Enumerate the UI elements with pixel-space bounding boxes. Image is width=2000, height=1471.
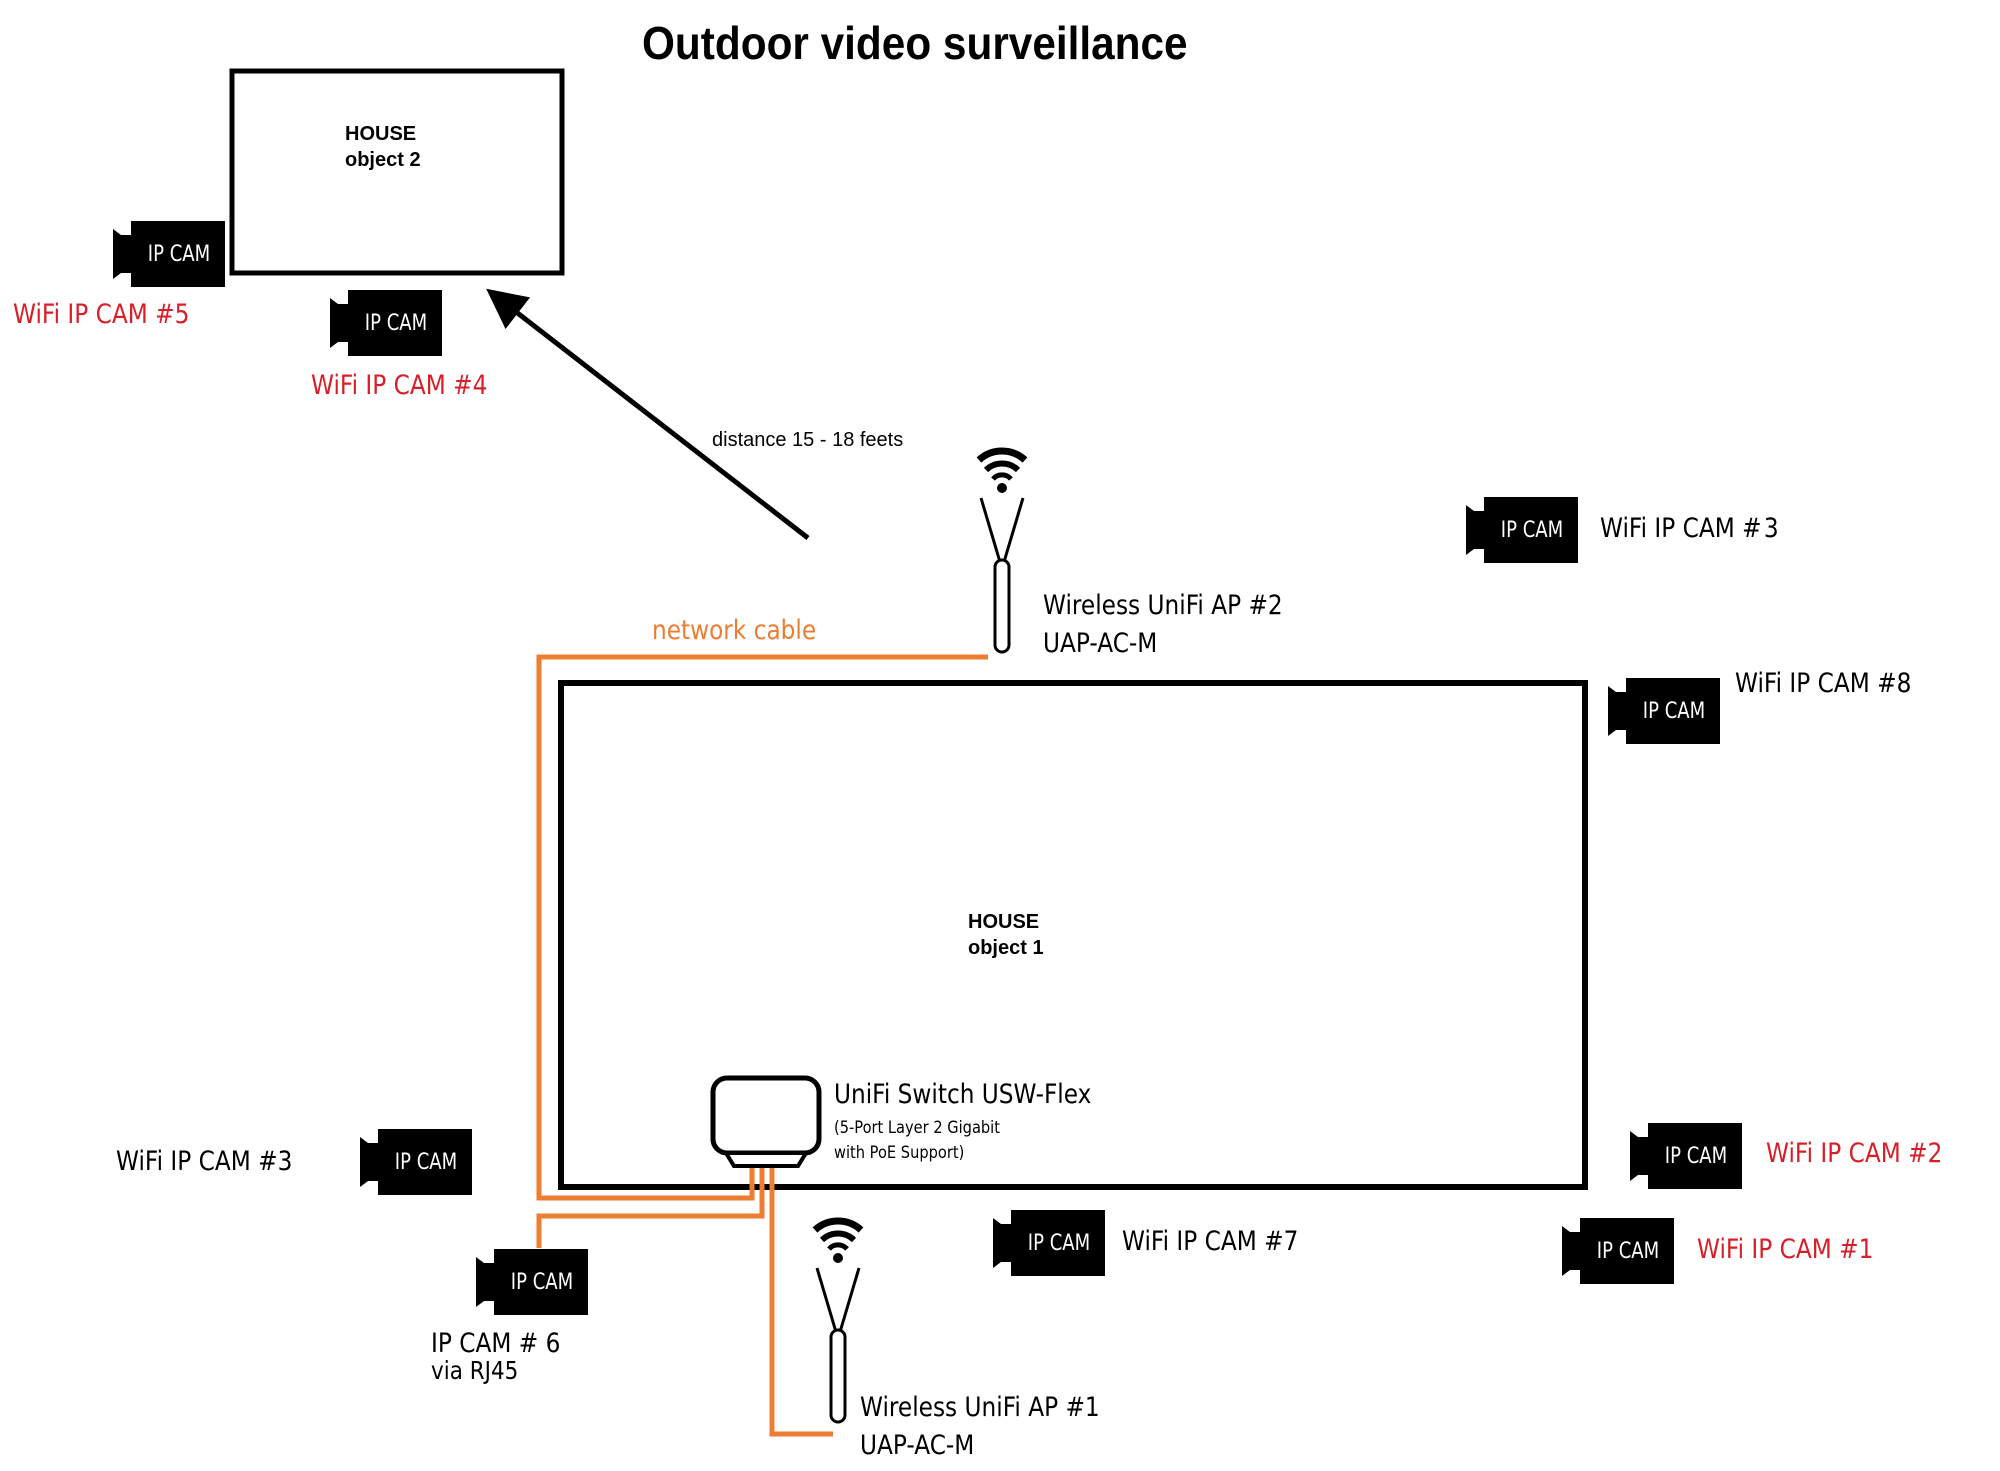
house-object-2-line2: object 2 — [345, 149, 421, 171]
switch-description: (5-Port Layer 2 Gigabit with PoE Support… — [834, 1116, 1000, 1166]
switch-description-line2: with PoE Support) — [834, 1143, 965, 1163]
distance-arrow — [486, 288, 810, 540]
house-object-1-outline — [558, 680, 1588, 1190]
camera-icon: IP CAM — [476, 1249, 588, 1315]
camera-icon: IP CAM — [1466, 497, 1578, 563]
ap2-model: UAP-AC-M — [1043, 628, 1158, 659]
cable-to-ap2 — [536, 654, 988, 1201]
house-object-1-label: HOUSE object 1 — [968, 909, 1044, 961]
camera-icon: IP CAM — [1562, 1218, 1674, 1284]
camera-icon-text: IP CAM — [1596, 1238, 1660, 1264]
camera-icon: IP CAM — [330, 290, 442, 356]
camera-icon-text: IP CAM — [1027, 1230, 1091, 1256]
camera-label-cam5: WiFi IP CAM #5 — [13, 299, 190, 330]
camera-icon-text: IP CAM — [394, 1149, 458, 1175]
camera-icon-text: IP CAM — [510, 1269, 574, 1295]
distance-label: distance 15 - 18 feets — [712, 429, 904, 451]
page-title: Outdoor video surveillance — [642, 17, 1188, 69]
camera-icon-text: IP CAM — [1664, 1143, 1728, 1169]
house-object-1-line2: object 1 — [968, 937, 1044, 959]
ap2-label: Wireless UniFi AP #2 — [1043, 590, 1283, 621]
ap2-antenna-icon — [976, 447, 1028, 654]
house-object-2-line1: HOUSE — [345, 123, 417, 145]
camera-icon: IP CAM — [360, 1129, 472, 1195]
house-object-2-outline — [229, 68, 565, 276]
ap1-model: UAP-AC-M — [860, 1430, 975, 1461]
network-cable-label: network cable — [652, 615, 817, 646]
camera-icon-text: IP CAM — [147, 241, 211, 267]
camera-icon-text: IP CAM — [1500, 517, 1564, 543]
network-cables — [536, 654, 988, 1437]
ap1-label: Wireless UniFi AP #1 — [860, 1392, 1100, 1423]
camera-label-cam3-top: WiFi IP CAM # 3 — [1600, 513, 1779, 544]
camera-icon: IP CAM — [1608, 678, 1720, 744]
cable-to-ap1 — [769, 1165, 833, 1437]
camera-icon-text: IP CAM — [1642, 698, 1706, 724]
camera-label-cam7: WiFi IP CAM #7 — [1122, 1226, 1299, 1257]
switch-name-label: UniFi Switch USW-Flex — [834, 1079, 1092, 1110]
camera-label-cam6: IP CAM # 6 — [431, 1328, 561, 1359]
camera-icon: IP CAM — [1630, 1123, 1742, 1189]
camera-label-cam1: WiFi IP CAM #1 — [1697, 1234, 1874, 1265]
camera-label-cam2: WiFi IP CAM #2 — [1766, 1138, 1943, 1169]
house-object-1-line1: HOUSE — [968, 911, 1040, 933]
camera-icon-text: IP CAM — [364, 310, 428, 336]
cable-to-cam6 — [536, 1165, 765, 1248]
switch-description-line1: (5-Port Layer 2 Gigabit — [834, 1118, 1000, 1138]
camera-sublabel-cam6: via RJ45 — [431, 1356, 519, 1385]
house-object-2-label: HOUSE object 2 — [345, 121, 421, 173]
switch-device-icon — [710, 1075, 822, 1168]
ap1-antenna-icon — [812, 1217, 864, 1424]
camera-label-cam4: WiFi IP CAM #4 — [311, 370, 488, 401]
camera-label-cam3-left: WiFi IP CAM #3 — [116, 1146, 293, 1177]
camera-icon: IP CAM — [993, 1210, 1105, 1276]
camera-icon: IP CAM — [113, 221, 225, 287]
camera-label-cam8: WiFi IP CAM #8 — [1735, 668, 1912, 699]
